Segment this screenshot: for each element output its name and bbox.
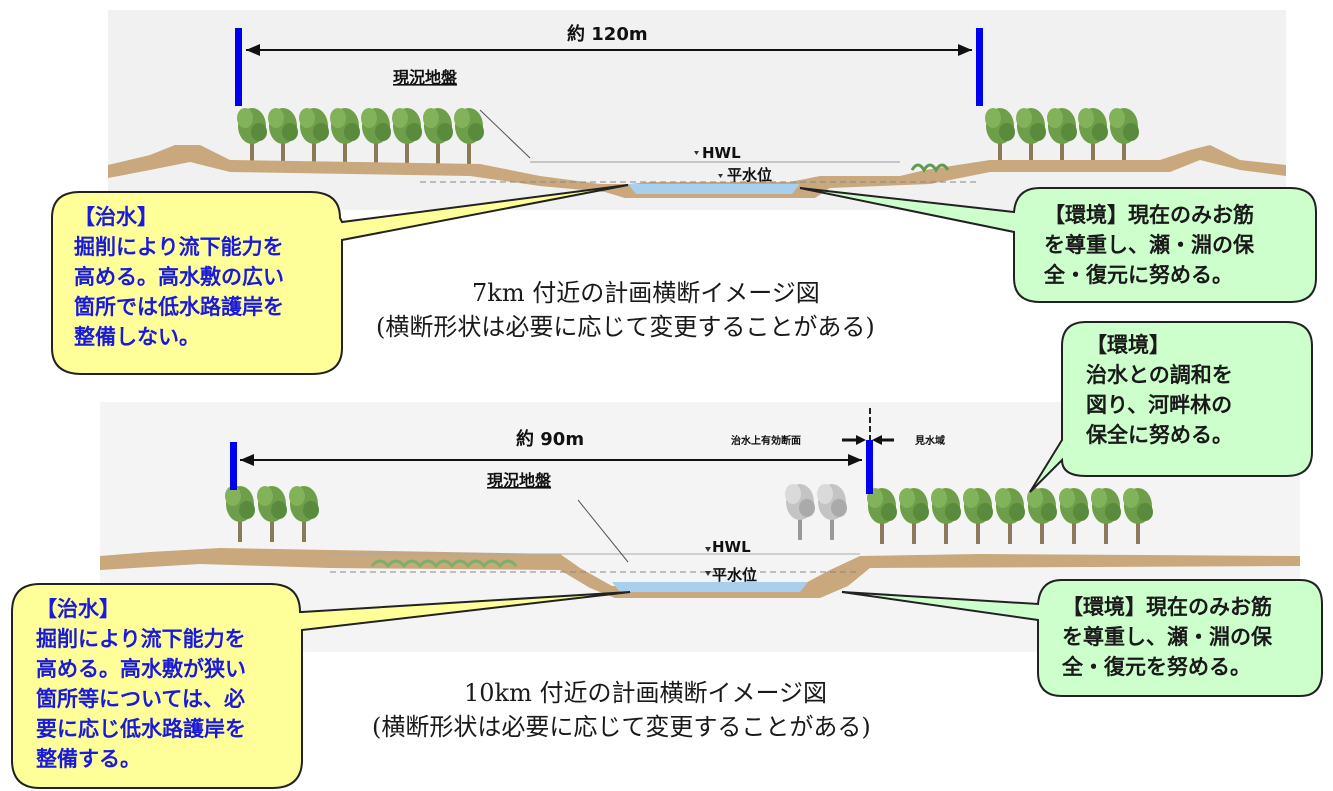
section1-right-marker xyxy=(976,28,983,106)
section2-ground xyxy=(100,548,1300,598)
bubble-line: 全・復元を努める。 xyxy=(1062,655,1251,679)
section1-right-bubble xyxy=(799,187,1317,303)
bubble-line: 【環境】現在のみお筋 xyxy=(1062,595,1272,619)
bubble-line: 治水との調和を xyxy=(1086,363,1233,387)
bubble-line: 要に応じ低水路護岸を xyxy=(36,717,246,741)
bubble-line: 掘削により流下能力を xyxy=(36,627,246,651)
section2-normal-water-label: 平水位 xyxy=(712,566,757,584)
section1-ground-label: 現況地盤 xyxy=(393,68,458,87)
section2-caption: 10km 付近の計画横断イメージ図 (横断形状は必要に応じて変更することがある) xyxy=(372,676,871,744)
section1-left-bubble xyxy=(51,184,629,375)
section1-caption: 7km 付近の計画横断イメージ図 (横断形状は必要に応じて変更することがある) xyxy=(376,276,875,344)
section2-top-right-bubble xyxy=(1029,321,1313,493)
caption-note: (横断形状は必要に応じて変更することがある) xyxy=(376,313,875,341)
bubble-line: 掘削により流下能力を xyxy=(74,235,284,259)
section1-left-marker xyxy=(235,28,242,106)
bubble-line: 箇所等については、必 xyxy=(36,687,245,711)
section2-right-marker xyxy=(866,440,873,494)
bubble-line: 【治水】 xyxy=(36,597,120,621)
bubble-line: を尊重し、瀬・淵の保 xyxy=(1044,233,1254,257)
section2-left-bubble xyxy=(11,583,631,789)
bubble-line: 全・復元に努める。 xyxy=(1044,263,1233,287)
section2-right-bubble-text: 【環境】現在のみお筋 を尊重し、瀬・淵の保 全・復元を努める。 xyxy=(1062,592,1272,682)
section1-left-bubble-text: 【治水】 掘削により流下能力を 高める。高水敷の広い 箇所では低水路護岸を 整備… xyxy=(74,202,284,352)
bubble-line: 【環境】現在のみお筋 xyxy=(1044,203,1254,227)
section2-trees-left xyxy=(225,486,319,542)
section2-left-small-label: 治水上有効断面 xyxy=(731,434,801,447)
section2-top-right-bubble-text: 【環境】 治水との調和を 図り、河畔林の 保全に努める。 xyxy=(1086,330,1233,450)
section1-right-bubble-text: 【環境】現在のみお筋 を尊重し、瀬・淵の保 全・復元に努める。 xyxy=(1044,200,1254,290)
caption-title: 7km 付近の計画横断イメージ図 xyxy=(472,279,820,307)
section2-right-small-label: 見水域 xyxy=(914,434,945,447)
section2-right-bubble xyxy=(841,579,1323,697)
caption-title: 10km 付近の計画横断イメージ図 xyxy=(464,679,827,707)
bubble-line: 【環境】 xyxy=(1086,333,1170,357)
bubble-line: 保全に努める。 xyxy=(1086,423,1233,447)
bubble-line: 【治水】 xyxy=(74,205,158,229)
section2-hwl-label: HWL xyxy=(712,538,751,556)
section2-left-marker xyxy=(230,442,237,490)
bubble-line: 箇所では低水路護岸を xyxy=(74,295,284,319)
bubble-line: を尊重し、瀬・淵の保 xyxy=(1062,625,1272,649)
bubble-line: 高める。高水敷が狭い xyxy=(36,657,246,681)
section1-width-label: 約 120m xyxy=(567,23,648,45)
section1-normal-water-label: 平水位 xyxy=(727,166,772,184)
section2-left-bubble-text: 【治水】 掘削により流下能力を 高める。高水敷が狭い 箇所等については、必 要に… xyxy=(36,594,246,774)
bubble-line: 図り、河畔林の xyxy=(1086,393,1233,417)
section2-width-label: 約 90m xyxy=(516,428,584,450)
bubble-line: 整備する。 xyxy=(36,747,141,771)
section1-hwl-label: HWL xyxy=(702,144,741,162)
bubble-line: 高める。高水敷の広い xyxy=(74,265,284,289)
bubble-line: 整備しない。 xyxy=(74,325,200,349)
section1-water xyxy=(628,184,800,194)
caption-note: (横断形状は必要に応じて変更することがある) xyxy=(372,713,871,741)
section2-water xyxy=(612,582,808,592)
section1-cross-section: 約 120m 現況地盤 HWL 平水位 xyxy=(108,10,1286,210)
section2-ground-label: 現況地盤 xyxy=(487,471,552,490)
